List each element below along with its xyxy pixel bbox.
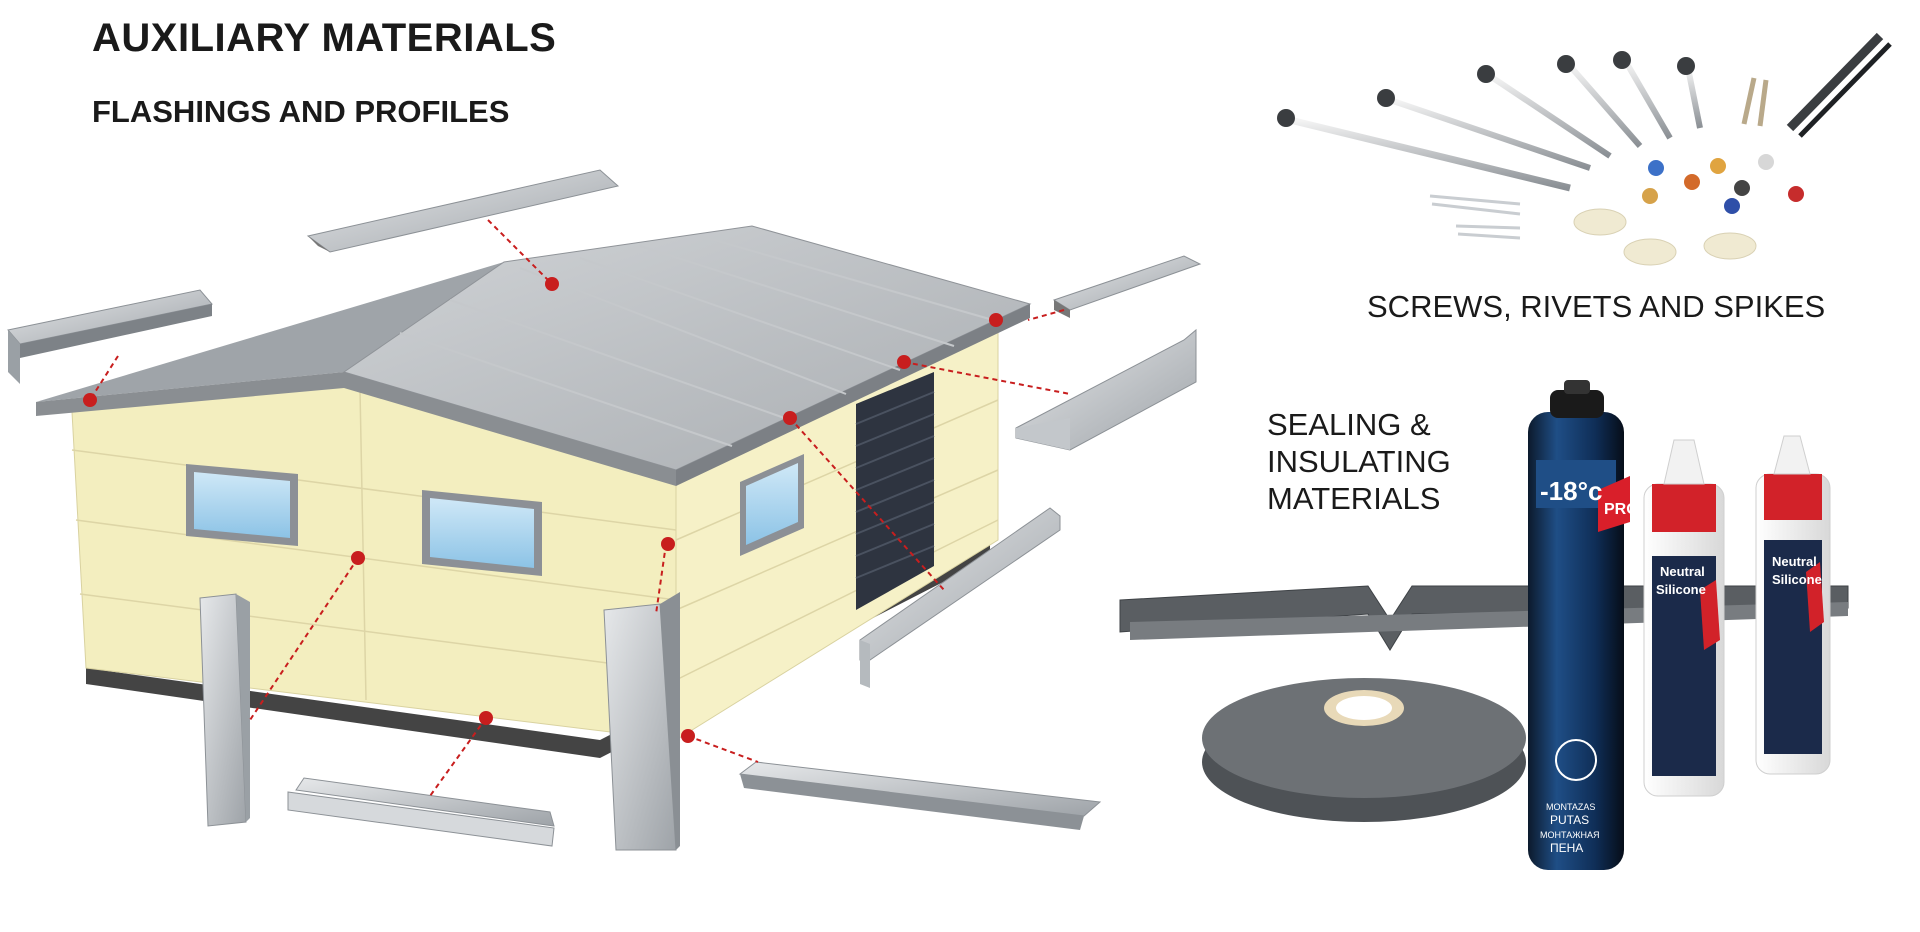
callout-dot-eave[interactable] — [989, 313, 1003, 327]
profile-corner-right — [1015, 328, 1197, 451]
window-side — [740, 454, 804, 556]
callout-dot-base-right[interactable] — [681, 729, 695, 743]
foam-can[interactable] — [1528, 380, 1630, 870]
roof-panel-seams — [399, 235, 1001, 447]
foam-can-pro: PRO — [1604, 501, 1639, 518]
foam-tape-roll[interactable] — [1202, 678, 1526, 822]
profile-base-right — [738, 761, 1102, 830]
section-title-screws: SCREWS, RIVETS AND SPIKES — [1367, 289, 1826, 324]
foam-can-text-1: MONTAZAS — [1546, 802, 1595, 812]
section-title-sealing: SEALING & INSULATING MATERIALS — [1267, 406, 1451, 517]
screw-long-2 — [1377, 89, 1591, 171]
callout-dot-gable[interactable] — [83, 393, 97, 407]
callout-dot-ridge[interactable] — [545, 277, 559, 291]
sealing-group: -18°c PRO MONTAZAS PUTAS МОНТАЖНАЯ ПЕНА … — [1119, 380, 1849, 870]
silicone-2-text-2: Silicone — [1772, 572, 1822, 587]
foam-can-text-3: МОНТАЖНАЯ — [1540, 830, 1600, 840]
callout-dot-wall[interactable] — [351, 551, 365, 565]
roof-eave-side — [676, 304, 1030, 486]
window-front-left — [186, 464, 298, 546]
callout-dot-door[interactable] — [783, 411, 797, 425]
garage-door-slats — [855, 391, 935, 579]
screw-long-4 — [1557, 55, 1643, 148]
roof-eave-front — [36, 372, 676, 486]
section-title-flashings: FLASHINGS AND PROFILES — [92, 94, 510, 129]
garage-door[interactable] — [856, 372, 934, 610]
callout-dot-front-corner[interactable] — [661, 537, 675, 551]
rivets — [1429, 194, 1521, 240]
profile-eave-right-top — [1052, 255, 1202, 318]
flashing-profiles — [7, 169, 1202, 851]
screw-long-1 — [1277, 109, 1571, 192]
foam-can-text-2: PUTAS — [1550, 813, 1589, 827]
roof-front-slope — [36, 262, 504, 402]
screw-long-6 — [1677, 57, 1703, 129]
spike-long — [1786, 32, 1892, 138]
callout-dots — [83, 277, 1003, 743]
sealing-line-3: MATERIALS — [1267, 481, 1441, 516]
side-panel-seams — [675, 399, 999, 681]
silicone-tube-2[interactable] — [1755, 435, 1831, 775]
profile-corner-front — [603, 592, 680, 851]
sealing-line-1: SEALING & — [1267, 407, 1431, 442]
sealing-line-2: INSULATING — [1267, 444, 1451, 479]
silicone-1-text-2: Silicone — [1656, 582, 1706, 597]
screw-long-5 — [1613, 51, 1673, 140]
callout-dot-corner[interactable] — [897, 355, 911, 369]
window-front-right — [422, 490, 542, 576]
profile-sill-right — [859, 507, 1061, 688]
silicone-tube-1[interactable] — [1643, 439, 1725, 797]
roof-main — [342, 225, 1032, 471]
profile-gable-left — [7, 289, 213, 384]
colored-screw-heads — [1642, 154, 1804, 214]
profile-ridge-top — [306, 169, 620, 253]
foam-can-text-4: ПЕНА — [1550, 841, 1583, 855]
silicone-1-text-1: Neutral — [1660, 564, 1705, 579]
building-base — [86, 540, 990, 758]
anchor-spikes — [1741, 77, 1769, 127]
foam-can-badge: -18°c — [1540, 476, 1602, 506]
washers — [1573, 208, 1757, 266]
callout-dot-base[interactable] — [479, 711, 493, 725]
profile-base-left — [287, 777, 555, 847]
profile-corner-left — [199, 593, 250, 827]
page-title: AUXILIARY MATERIALS — [92, 16, 557, 60]
screws-group — [1277, 32, 1892, 266]
screw-long-3 — [1477, 65, 1612, 159]
front-panel-seams — [71, 389, 677, 701]
silicone-2-text-1: Neutral — [1772, 554, 1817, 569]
callout-lines — [89, 219, 1071, 797]
